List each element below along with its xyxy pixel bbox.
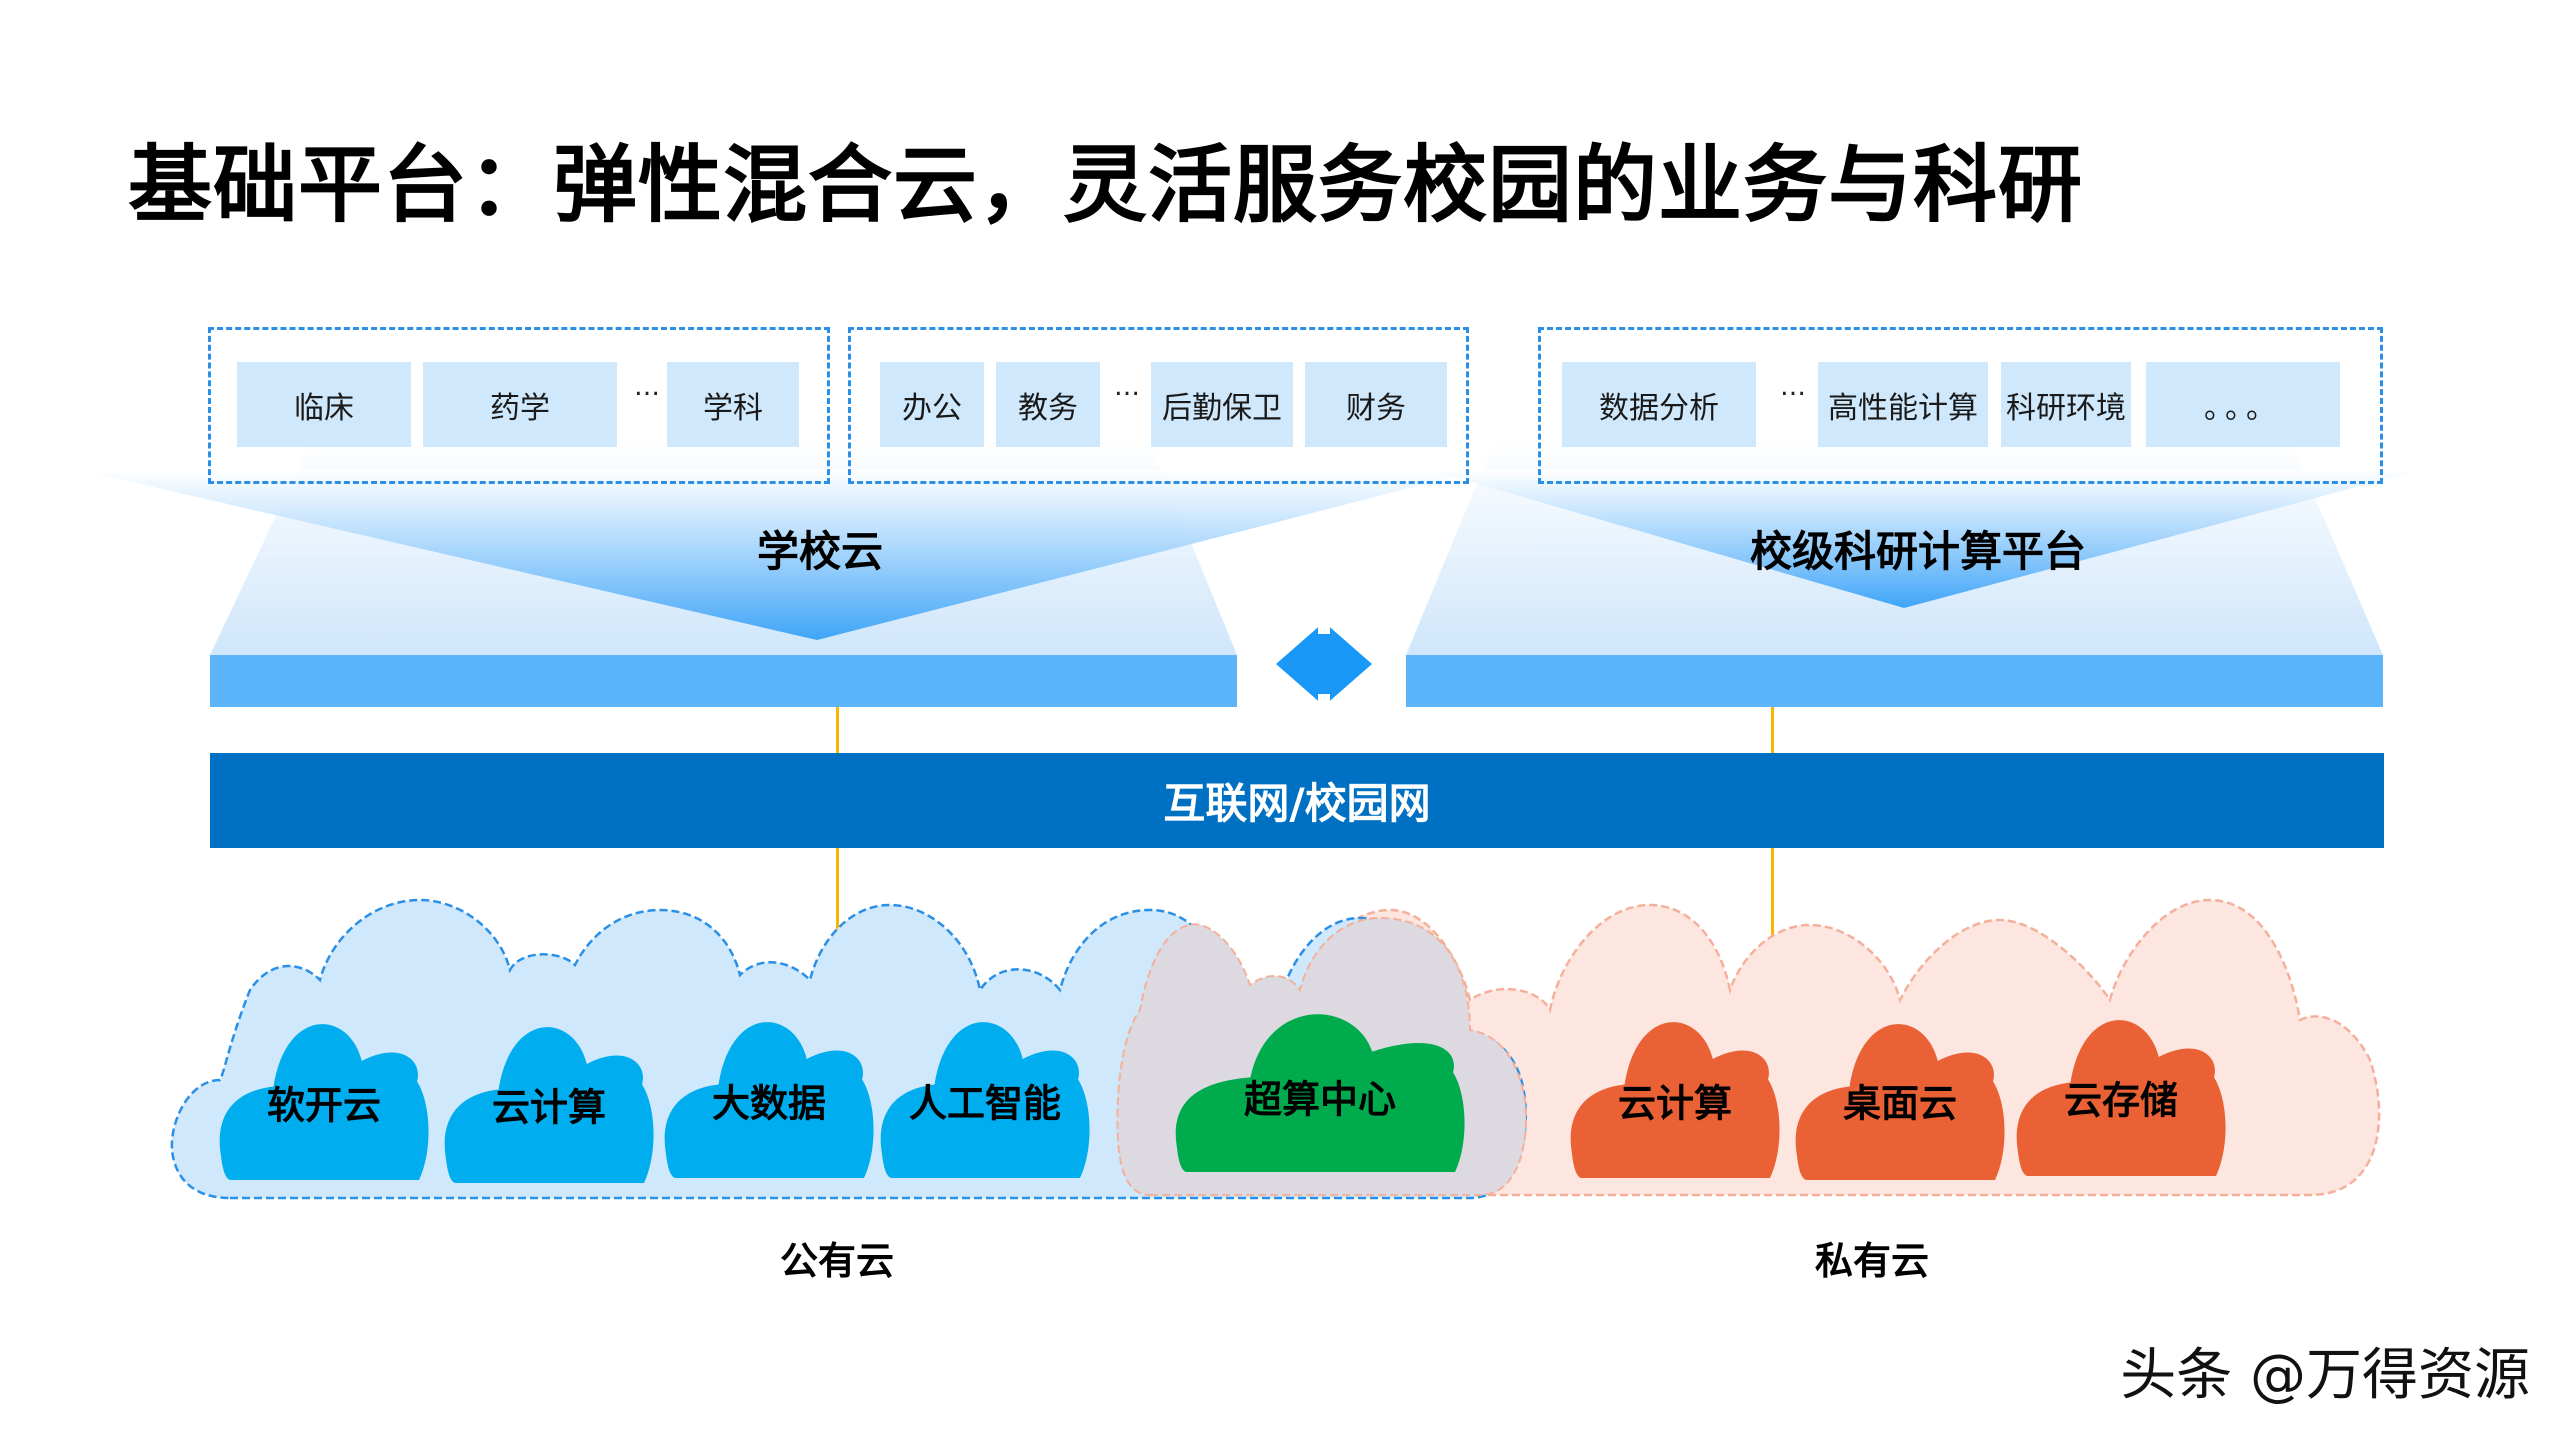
page-title: 基础平台：弹性混合云，灵活服务校园的业务与科研 xyxy=(128,136,2084,234)
private-service-cloud-2[interactable] xyxy=(2016,1020,2226,1176)
public-service-cloud-3[interactable] xyxy=(880,1022,1090,1178)
public-service-cloud-0[interactable] xyxy=(219,1024,429,1180)
service-label-public-2: 大数据 xyxy=(711,1081,827,1126)
app-item-academic-affairs[interactable]: 教务 xyxy=(996,362,1100,447)
app-item-research-env[interactable]: 科研环境 xyxy=(2001,362,2131,447)
service-label-public-3: 人工智能 xyxy=(908,1081,1062,1126)
app-item-office[interactable]: 办公 xyxy=(880,362,984,447)
watermark: 头条 @万得资源 xyxy=(2120,1343,2530,1408)
app-item-hpc[interactable]: 高性能计算 xyxy=(1818,362,1988,447)
public-service-cloud-2[interactable] xyxy=(664,1022,874,1178)
app-item-discipline[interactable]: 学科 xyxy=(667,362,799,447)
private-service-cloud-0[interactable] xyxy=(1570,1022,1780,1178)
service-label-private-0: 云计算 xyxy=(1617,1081,1733,1126)
app-item-logistics-security[interactable]: 后勤保卫 xyxy=(1151,362,1293,447)
connector-line-right-lower xyxy=(1771,848,1774,980)
service-label-private-2: 云存储 xyxy=(2063,1078,2179,1123)
network-label: 互联网/校园网 xyxy=(1163,779,1431,828)
app-item-data-analysis[interactable]: 数据分析 xyxy=(1562,362,1756,447)
research-platform-bar xyxy=(1406,655,2383,707)
app-group-3 xyxy=(1538,327,2383,484)
bidirectional-arrow-icon xyxy=(1276,620,1372,708)
school-cloud-label: 学校云 xyxy=(756,527,884,576)
private-service-cloud-1[interactable] xyxy=(1795,1024,2005,1180)
school-cloud-bar xyxy=(210,655,1237,707)
shared-service-cloud[interactable] xyxy=(1175,1014,1465,1172)
research-platform-funnel xyxy=(1430,470,2420,608)
service-label-private-1: 桌面云 xyxy=(1842,1081,1958,1126)
private-cloud-label: 私有云 xyxy=(1814,1239,1930,1283)
app-group-1-ellipsis: … xyxy=(634,372,660,402)
public-cloud-label: 公有云 xyxy=(779,1239,895,1283)
app-item-finance[interactable]: 财务 xyxy=(1305,362,1447,447)
service-label-public-0: 软开云 xyxy=(266,1083,382,1128)
public-service-cloud-1[interactable] xyxy=(444,1027,654,1183)
connector-line-right-upper xyxy=(1771,707,1774,753)
service-label-shared: 超算中心 xyxy=(1243,1077,1397,1122)
app-group-1 xyxy=(208,327,830,484)
app-item-pharmacy[interactable]: 药学 xyxy=(423,362,617,447)
service-clouds xyxy=(219,1014,2226,1183)
app-group-2 xyxy=(848,327,1469,484)
connector-line-left-lower xyxy=(836,848,839,980)
connector-line-left-upper xyxy=(836,707,839,753)
app-group-3-ellipsis: … xyxy=(1780,372,1806,402)
app-item-more[interactable]: 。。。 xyxy=(2146,362,2340,447)
app-group-2-ellipsis: … xyxy=(1114,372,1140,402)
app-item-clinical[interactable]: 临床 xyxy=(237,362,411,447)
network-bar: 互联网/校园网 xyxy=(210,753,2384,848)
school-cloud-funnel xyxy=(80,470,1480,640)
service-label-public-1: 云计算 xyxy=(491,1085,607,1130)
research-platform-label: 校级科研计算平台 xyxy=(1749,527,2087,576)
